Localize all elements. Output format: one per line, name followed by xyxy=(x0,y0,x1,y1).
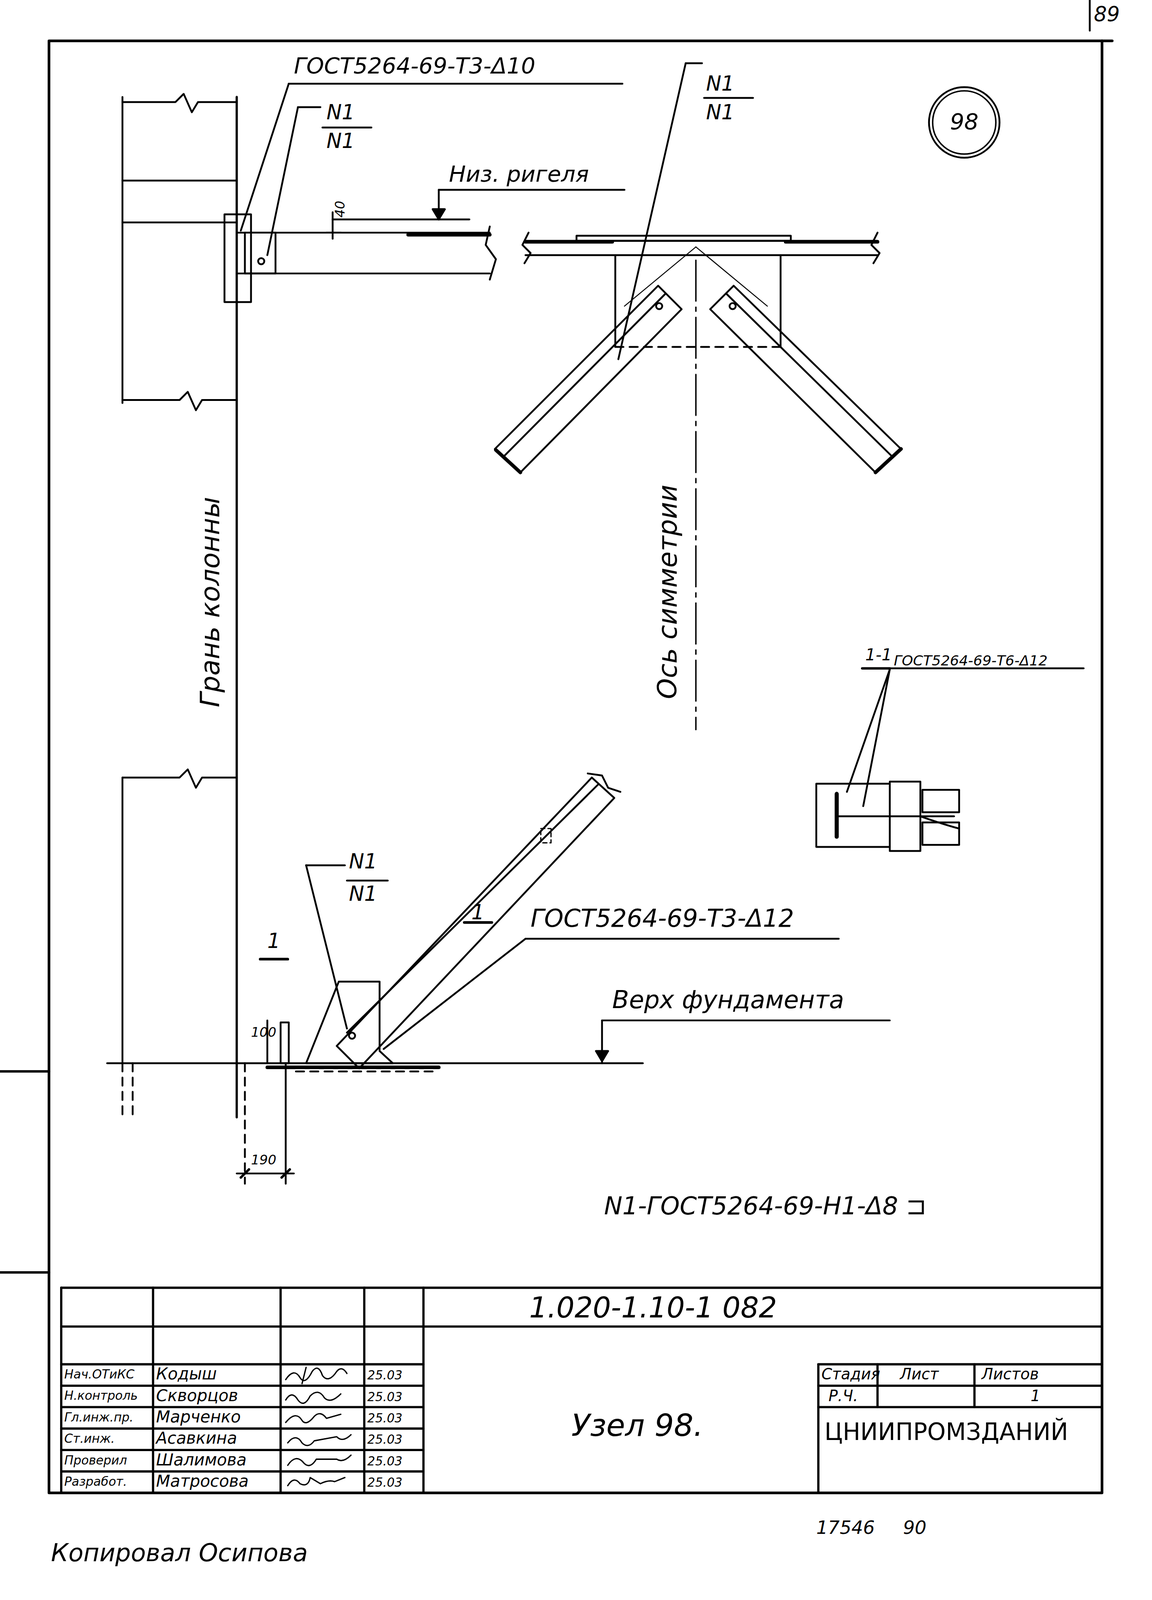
drawing-label: 25.03 xyxy=(367,1369,403,1382)
drawing-label: Ось симметрии xyxy=(653,484,681,700)
drawing-label: Шалимова xyxy=(156,1452,247,1469)
drawing-label: 190 xyxy=(251,1152,277,1167)
drawing-label: Листов xyxy=(981,1367,1040,1383)
drawing-label: ГОСТ5264-69-Т3-Δ12 xyxy=(530,905,795,931)
drawing-label: Узел 98. xyxy=(571,1410,704,1442)
drawing-label: 1.020-1.10-1 082 xyxy=(529,1293,777,1323)
drawing-label: 90 xyxy=(903,1518,927,1537)
drawing-label: Разработ. xyxy=(64,1475,128,1488)
drawing-label: Скворцов xyxy=(156,1387,239,1405)
drawing-label: N1 xyxy=(326,102,355,123)
drawing-label: Стадия xyxy=(821,1367,881,1383)
drawing-label: ГОСТ5264-69-Т3-Δ10 xyxy=(293,55,536,78)
drawing-label: Лист xyxy=(899,1367,939,1383)
drawing-label: Нач.ОТиКС xyxy=(64,1368,135,1381)
drawing-label: 40 xyxy=(332,200,347,218)
drawing-label: ЦНИИПРОМЗДАНИЙ xyxy=(824,1420,1069,1445)
drawing-label: 25.03 xyxy=(367,1455,403,1468)
drawing-label: Марченко xyxy=(156,1409,241,1426)
node-number: 98 xyxy=(949,111,979,135)
drawing-label: Низ. ригеля xyxy=(449,163,590,186)
drawing-label: 89 xyxy=(1093,4,1120,25)
drawing-label: Р.Ч. xyxy=(828,1388,859,1405)
drawing-label: 1 xyxy=(1030,1388,1041,1405)
drawing-label: 17546 xyxy=(816,1518,875,1537)
drawing-label: Кодыш xyxy=(156,1366,217,1383)
drawing-label: Проверил xyxy=(64,1453,128,1467)
drawing-label: 100 xyxy=(251,1025,277,1040)
drawing-label: Гл.инж.пр. xyxy=(64,1411,134,1424)
drawing-label: N1 xyxy=(349,850,378,872)
drawing-label: Н.контроль xyxy=(64,1389,138,1402)
drawing-label: 25.03 xyxy=(367,1476,403,1489)
drawing-label: 25.03 xyxy=(367,1412,403,1425)
drawing-label: 25.03 xyxy=(367,1391,403,1404)
drawing-label: Матросова xyxy=(156,1473,249,1490)
node-circle: 98 xyxy=(927,85,1002,160)
drawing-label: ГОСТ5264-69-Т6-Δ12 xyxy=(893,653,1048,668)
drawing-label: 1 xyxy=(471,902,485,923)
drawing-label: Верх фундамента xyxy=(612,987,844,1013)
drawing-label: 1-1 xyxy=(865,646,893,664)
drawing-label: N1-ГОСТ5264-69-Н1-Δ8 ⊐ xyxy=(603,1194,927,1219)
drawing-label: 25.03 xyxy=(367,1433,403,1446)
drawing-label: N1 xyxy=(706,73,735,94)
drawing-label: Ст.инж. xyxy=(64,1432,115,1445)
drawing-label: N1 xyxy=(706,102,735,123)
drawing-label: Асавкина xyxy=(156,1430,238,1448)
drawing-label: 1 xyxy=(267,930,281,951)
drawing-label: N1 xyxy=(326,130,355,151)
drawing-label: Копировал Осипова xyxy=(50,1540,308,1566)
drawing-label: Грань колонны xyxy=(197,496,224,708)
drawing-label: N1 xyxy=(349,883,378,905)
